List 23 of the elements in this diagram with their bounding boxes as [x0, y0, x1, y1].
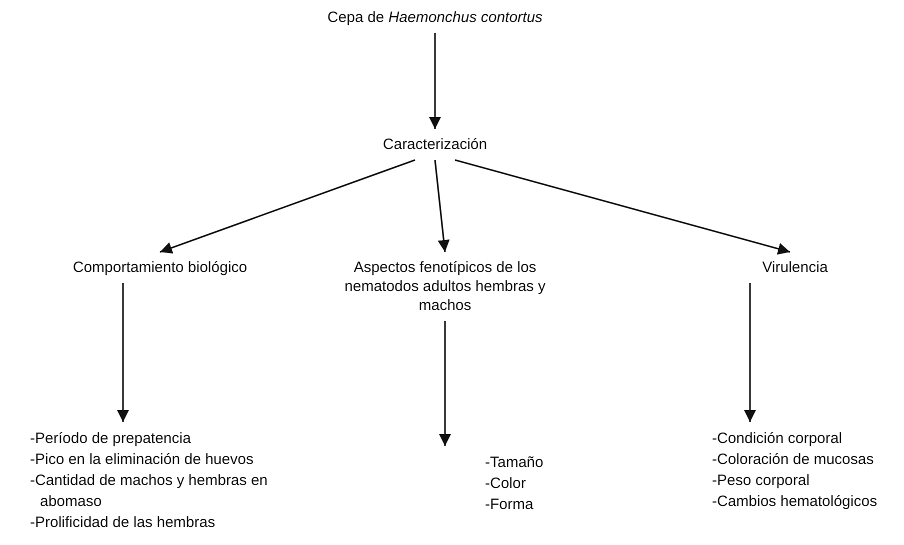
arrow [434, 160, 450, 252]
node-label: Comportamiento biológico [72, 258, 248, 277]
node-label: Caracterización [382, 135, 488, 154]
node-label: Virulencia [761, 258, 829, 277]
list-item: -Prolificidad de las hembras [30, 513, 216, 533]
arrow [454, 159, 790, 255]
list-item: -Color [485, 474, 527, 494]
node-label: Aspectos fenotípicos de los nematodos adultos hembras y machos [344, 258, 546, 315]
list-item: -Cantidad de machos y hembras en abomaso [30, 471, 269, 512]
node-label: Cepa de Haemonchus contortus [326, 8, 544, 27]
list-item: -Período de prepatencia [30, 429, 192, 449]
list-item: -Forma [485, 495, 534, 515]
list-item: -Coloración de mucosas [712, 450, 875, 470]
arrow [744, 283, 756, 422]
arrow [160, 159, 416, 254]
list-item: -Condición corporal [712, 429, 844, 449]
list-item: -Pico en la eliminación de huevos [30, 450, 254, 470]
list-item: -Peso corporal [712, 471, 811, 491]
arrow [439, 321, 451, 446]
arrow [117, 283, 129, 422]
list-item: -Cambios hematológicos [712, 492, 878, 512]
arrow [429, 33, 441, 129]
list-item: -Tamaño [485, 453, 544, 473]
